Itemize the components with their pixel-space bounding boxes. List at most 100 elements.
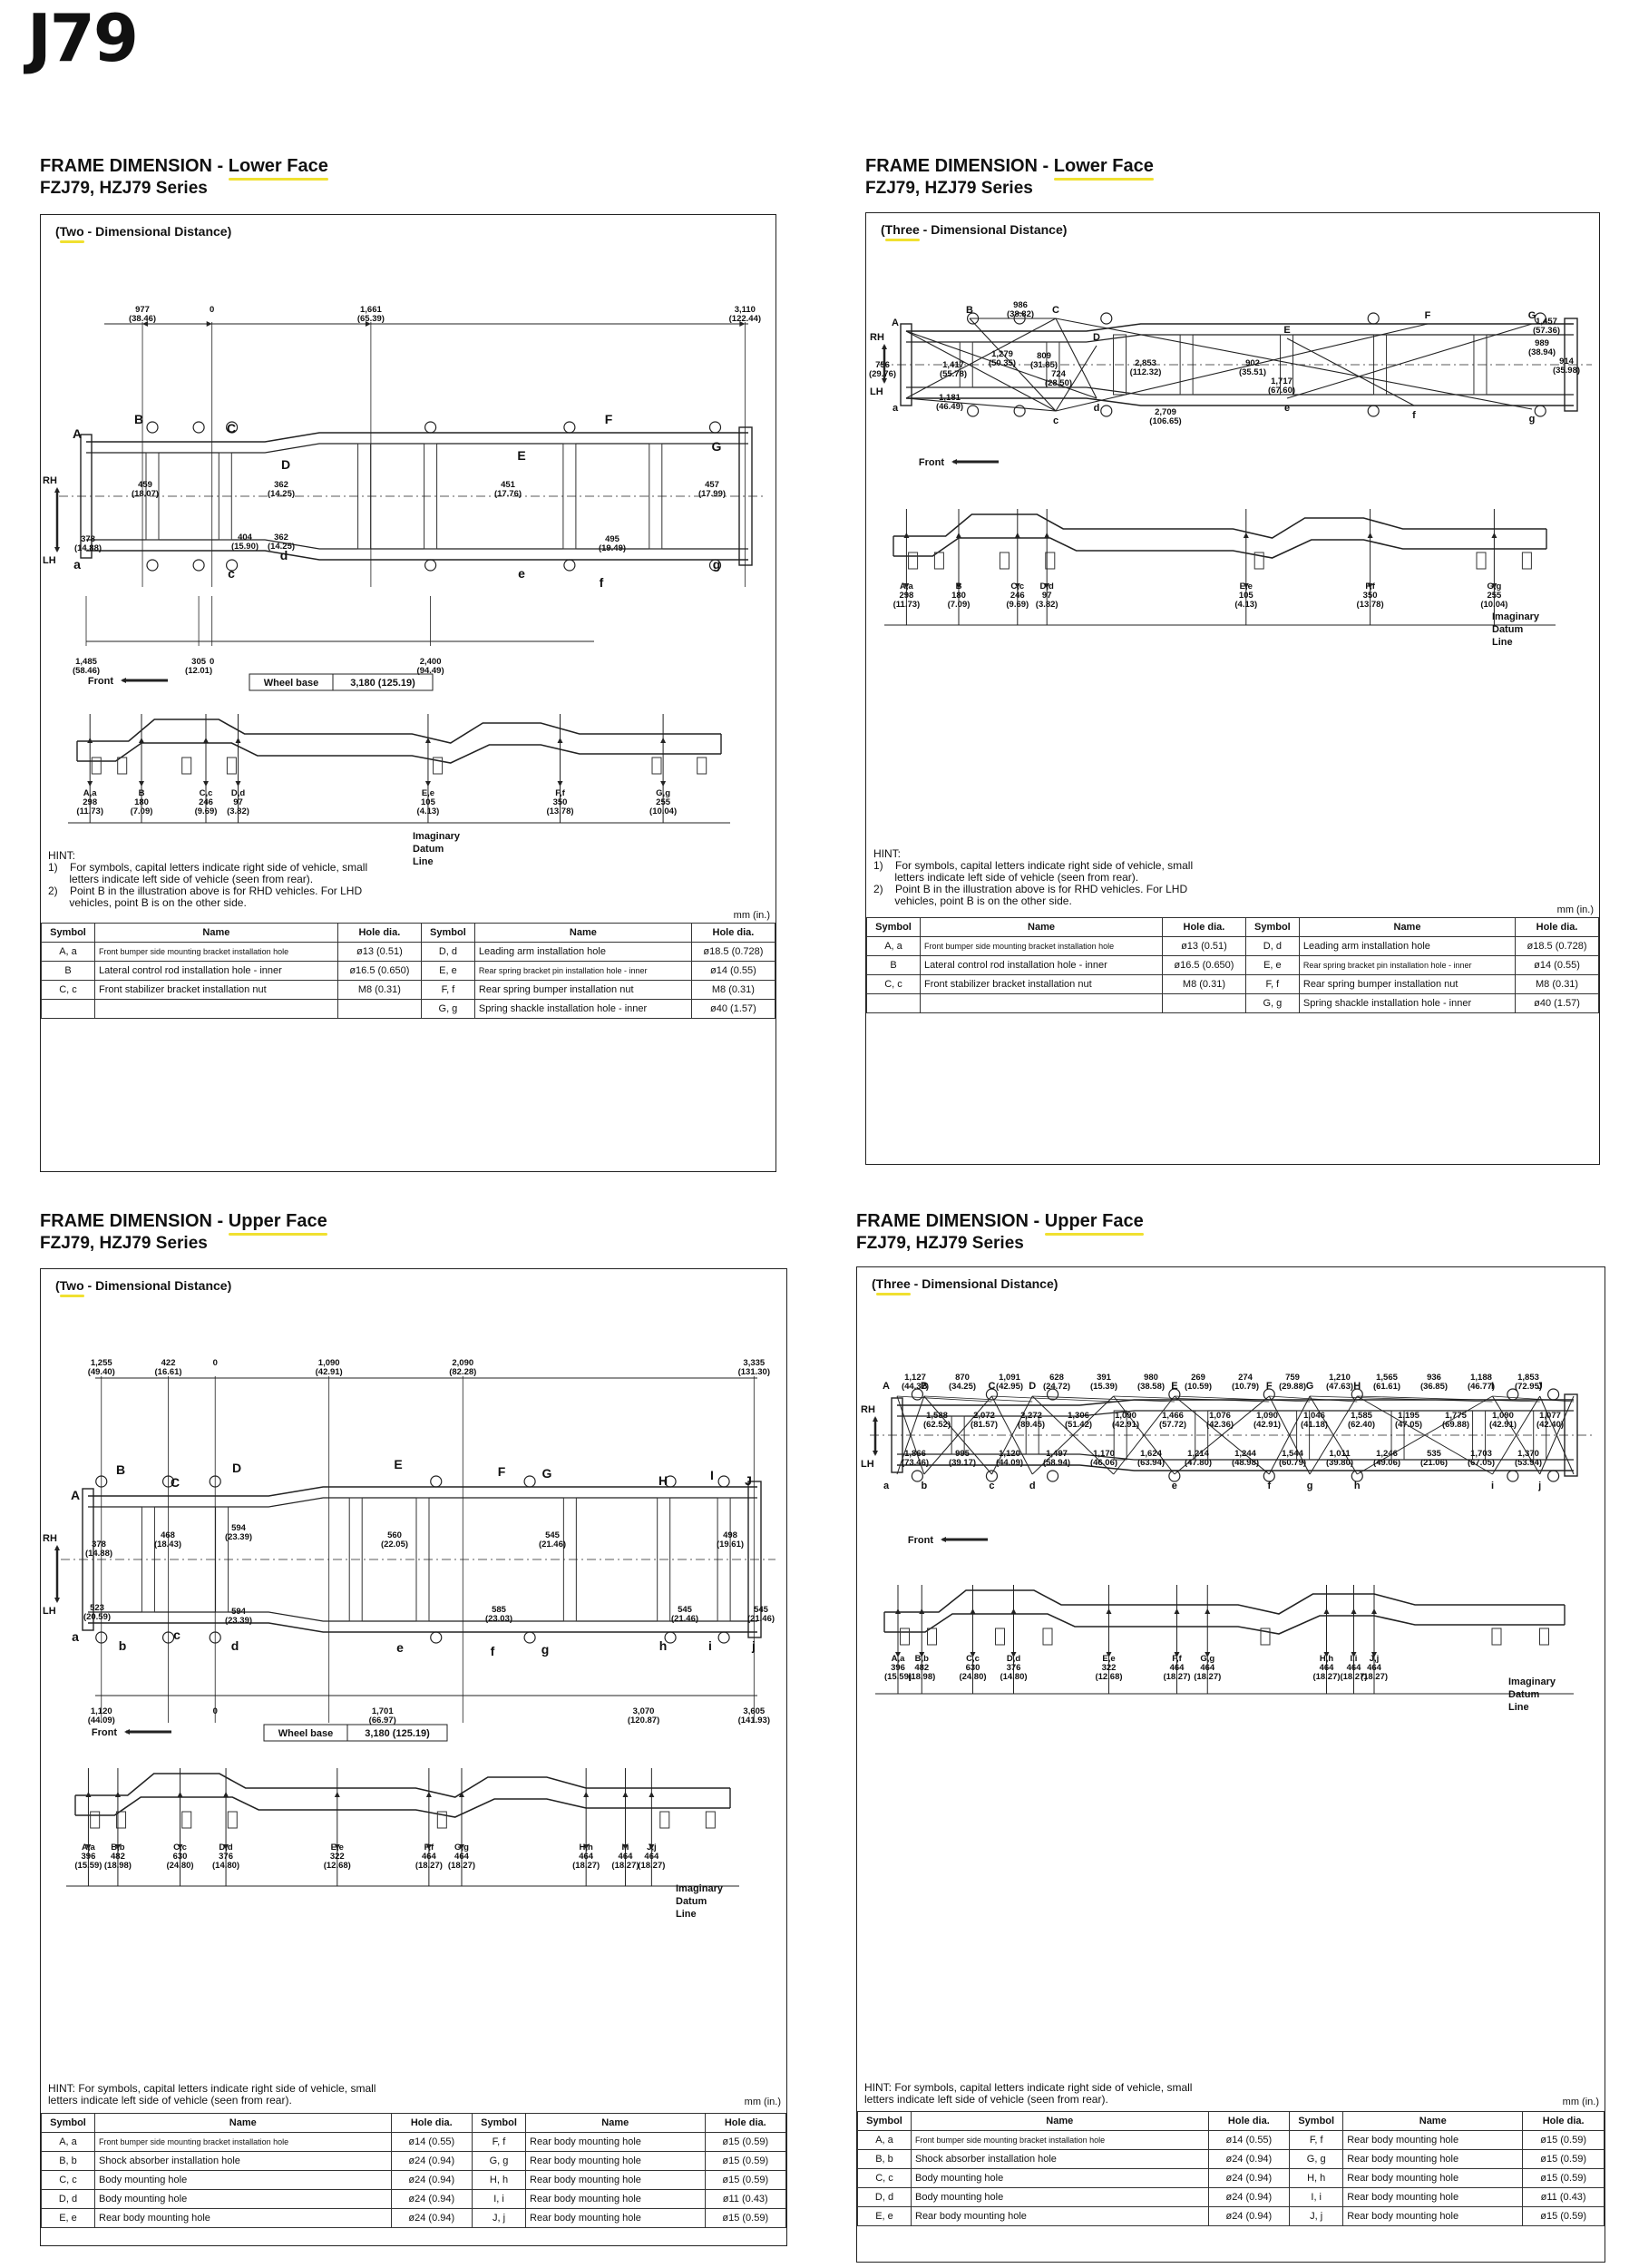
side-point-label: E,e (1102, 1654, 1115, 1664)
plan-dimension-inch: (14.88) (74, 543, 102, 553)
plan-dimension-inch: (42.36) (1206, 1420, 1234, 1430)
side-arrow-down (424, 781, 431, 787)
mounting-bracket (708, 559, 722, 572)
side-dimension-value: 255 (656, 797, 671, 807)
side-arrow-up (1174, 1608, 1180, 1614)
plan-dimension: 724 (1051, 369, 1067, 379)
side-point-label: E,e (422, 788, 434, 798)
point-label-A: A (71, 1488, 80, 1502)
side-arrow-down (649, 1844, 655, 1850)
top-dimension: 977 (135, 305, 150, 315)
point-label-a: a (893, 403, 899, 414)
side-arrow-up (919, 1608, 925, 1614)
side-arrow-down (1106, 1652, 1112, 1657)
panel-title: FRAME DIMENSION - Lower Face (865, 156, 1154, 176)
legend-symbol: B (41, 961, 95, 981)
top-dimension-inch: (82.28) (449, 1367, 476, 1377)
panel-lower-2d: FRAME DIMENSION - Lower Face FZJ79, HZJ7… (40, 156, 328, 199)
point-label-h: h (659, 1638, 668, 1653)
diagonal-web (1268, 1395, 1311, 1475)
legend-header: Hole dia. (1515, 917, 1599, 937)
legend-name: Shock absorber installation hole (94, 2151, 392, 2171)
side-dimension-inch: (18.27) (1163, 1672, 1190, 1682)
legend-header: Hole dia. (704, 2113, 787, 2133)
side-dimension-value: 97 (1042, 591, 1052, 601)
legend-hole-dia: ø18.5 (0.728) (1515, 936, 1599, 956)
plan-dimension-inch: (57.72) (1159, 1420, 1186, 1430)
side-point-label: H,h (580, 1843, 594, 1853)
legend-hole-dia (337, 999, 422, 1019)
legend-name: Rear spring bracket pin installation hol… (1298, 955, 1517, 975)
side-dimension-value: 396 (82, 1852, 96, 1862)
plan-dimension: 451 (501, 480, 516, 490)
point-label-g: g (1307, 1481, 1313, 1491)
side-dimension-value: 180 (951, 591, 966, 601)
point-label-b: b (921, 1481, 927, 1491)
lh-label: LH (861, 1459, 874, 1470)
plan-dimension: 1,090 (1256, 1411, 1278, 1421)
point-label-D: D (232, 1461, 241, 1475)
side-dimension-inch: (18.27) (1312, 1672, 1340, 1682)
side-arrow-down (458, 1844, 464, 1850)
legend-hole-dia: ø15 (0.59) (704, 2151, 787, 2171)
side-dimension-value: 180 (134, 797, 149, 807)
plan-dimension: 1,090 (1492, 1411, 1514, 1421)
legend-symbol: E, e (420, 961, 475, 981)
side-arrow-up (1491, 533, 1497, 538)
side-point-label: F,f (555, 788, 565, 798)
plan-dimension-inch: (39.17) (949, 1458, 976, 1468)
diagram-upper-3d: AaBbCcDdEeFfGgHhIiJj1,127(44.37)870(34.2… (861, 1373, 1592, 1713)
mounting-bracket (523, 1631, 536, 1644)
plan-dimension-inch: (28.50) (1045, 378, 1072, 388)
legend-name: Rear body mounting hole (525, 2208, 706, 2228)
plan-dimension: 545 (678, 1605, 693, 1615)
wheelbase-value: 3,180 (125.19) (350, 678, 415, 689)
plan-dimension-inch: (18.07) (132, 489, 159, 499)
point-label-A: A (883, 1381, 890, 1392)
point-label-E: E (1171, 1381, 1177, 1392)
side-point-label: H,h (1320, 1654, 1334, 1664)
legend-symbol: F, f (1244, 974, 1300, 994)
frame-rail-right-inner (897, 1410, 1574, 1417)
plan-dimension: 594 (231, 1523, 247, 1533)
legend-name: Front stabilizer bracket installation nu… (94, 980, 338, 1000)
frame-plan-view (879, 312, 1592, 417)
plan-dimension: 1,077 (1539, 1411, 1561, 1421)
side-dimension-inch: (15.59) (884, 1672, 912, 1682)
mounting-bracket (1507, 1470, 1519, 1482)
top-dimension-inch: (49.40) (88, 1367, 115, 1377)
legend-header: Hole dia. (1207, 2111, 1291, 2131)
point-label-a: a (72, 1629, 79, 1644)
legend-name: Lateral control rod installation hole - … (94, 961, 338, 981)
datum-label-line: Datum (413, 844, 444, 855)
side-point-label: C,c (200, 788, 213, 798)
top-dimension-inch: (122.44) (729, 314, 761, 324)
plan-dimension: 457 (705, 480, 719, 490)
plan-dimension-inch: (44.37) (902, 1382, 929, 1392)
frame-side-bottom (884, 1613, 1565, 1635)
mounting-bracket (1046, 1470, 1059, 1482)
point-label-i: i (1491, 1481, 1494, 1491)
front-label: Front (908, 1535, 933, 1546)
plan-dimension: 362 (274, 533, 288, 543)
side-arrow-up (114, 1792, 121, 1797)
top-dimension: 2,090 (452, 1358, 473, 1368)
side-dimension-inch: (18.27) (1361, 1672, 1388, 1682)
side-point-label: A,a (82, 1843, 96, 1853)
legend-name: Rear body mounting hole (911, 2206, 1209, 2226)
plan-dimension-inch: (58.94) (1043, 1458, 1070, 1468)
legend-hole-dia: ø14 (0.55) (390, 2132, 473, 2152)
legend-header: Name (1298, 917, 1517, 937)
side-point-label: F,f (1172, 1654, 1182, 1664)
frame-hanger (1476, 552, 1487, 570)
plan-dimension-inch: (18.43) (154, 1540, 181, 1549)
page-label: J79 (27, 0, 139, 76)
wheelbase-label: Wheel base (264, 678, 319, 689)
side-arrow-down (85, 1844, 92, 1850)
side-arrow-down (903, 583, 910, 589)
legend-symbol: A, a (866, 936, 921, 956)
